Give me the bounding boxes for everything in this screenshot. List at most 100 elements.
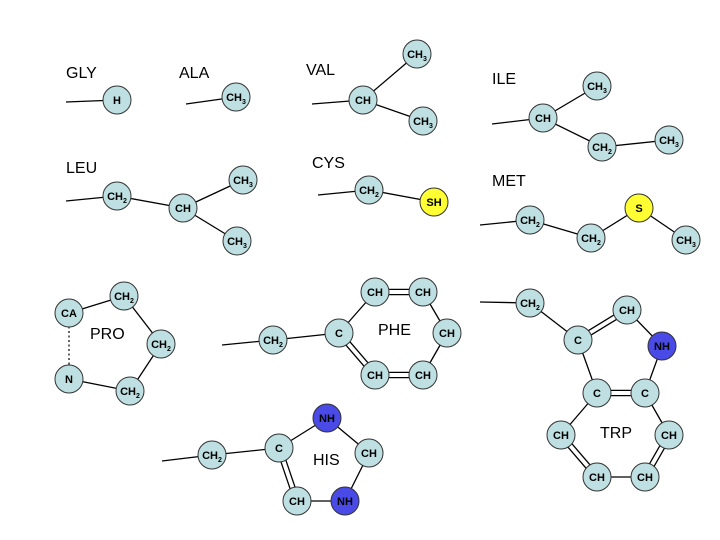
atom-pro_cb: CH2 (109, 281, 139, 311)
atom-label: CH2 (120, 386, 140, 400)
atom-symbol: CH (592, 142, 608, 154)
atom-label: C (335, 328, 343, 340)
atom-his_cg: C (264, 433, 294, 463)
atom-circle (432, 318, 462, 348)
atom-label: CH2 (151, 339, 171, 353)
atom-label: CA (61, 308, 77, 320)
atom-label: SH (426, 197, 441, 209)
atom-subscript: 3 (675, 142, 679, 149)
atom-subscript: 3 (692, 242, 696, 249)
atom-circle (515, 288, 545, 318)
residue-label-pro: PRO (90, 326, 125, 343)
atom-label: CH (367, 287, 383, 299)
atom-ala_cb: CH3 (221, 82, 251, 112)
atom-met_cg: CH2 (576, 223, 606, 253)
atom-label: CH (661, 430, 677, 442)
atom-label: C (574, 335, 582, 347)
atom-symbol: CH (413, 116, 429, 128)
atom-circle (546, 420, 576, 450)
atom-gly_h: H (102, 85, 132, 115)
atom-cys_sg: SH (419, 187, 449, 217)
atom-symbol: CH (289, 496, 305, 508)
residue-label-ala: ALA (179, 65, 210, 82)
atom-his_cb: CH2 (197, 440, 227, 470)
atom-circle (582, 378, 612, 408)
atom-symbol: CH (520, 298, 536, 310)
atom-phe_cz: CH (432, 318, 462, 348)
atom-label: C (593, 388, 601, 400)
atom-symbol: CH (175, 203, 191, 215)
atom-pro_n: N (54, 364, 84, 394)
atom-phe_cd1: CH (360, 277, 390, 307)
atom-circle (630, 378, 660, 408)
atom-val_cb: CH (348, 85, 378, 115)
atom-symbol: S (635, 203, 642, 215)
atom-trp_ce2: C (630, 378, 660, 408)
atom-trp_cg: C (563, 325, 593, 355)
atom-label: CH (175, 203, 191, 215)
atom-leu_d2: CH3 (222, 226, 252, 256)
atom-label: CH (637, 472, 653, 484)
atom-circle (671, 225, 701, 255)
atom-label: C (641, 388, 649, 400)
atom-symbol: CH (676, 235, 692, 247)
atom-phe_cd2: CH (360, 360, 390, 390)
atom-label: NH (654, 341, 670, 353)
atom-label: CH2 (114, 291, 134, 305)
atom-trp_ch2: CH (630, 462, 660, 492)
atom-val_g2: CH3 (408, 106, 438, 136)
atom-met_sd: S (624, 193, 654, 223)
atom-symbol: CH (589, 472, 605, 484)
atom-circle (654, 125, 684, 155)
residue-label-phe: PHE (378, 322, 411, 339)
atom-label: CH3 (676, 235, 696, 249)
atom-label: CH3 (659, 135, 679, 149)
atom-label: CH3 (226, 92, 246, 106)
atom-label: CH (589, 472, 605, 484)
atom-label: CH2 (359, 185, 379, 199)
atom-circle (348, 85, 378, 115)
atom-circle (312, 403, 342, 433)
atom-trp_ce3: CH (546, 420, 576, 450)
atom-circle (582, 462, 612, 492)
atom-symbol: CH (227, 236, 243, 248)
atom-symbol: CH (114, 291, 130, 303)
atom-leu_d1: CH3 (228, 165, 258, 195)
atom-phe_ce1: CH (408, 277, 438, 307)
atom-subscript: 2 (167, 346, 171, 353)
atom-subscript: 3 (423, 56, 427, 63)
atom-label: CH (367, 370, 383, 382)
atom-trp_cz2: CH (654, 420, 684, 450)
atom-symbol: CH (120, 386, 136, 398)
atom-symbol: CH (659, 135, 675, 147)
atom-symbol: CH (361, 448, 377, 460)
atom-symbol: N (65, 374, 73, 386)
atom-phe_cb: CH2 (258, 325, 288, 355)
atom-label: S (635, 203, 642, 215)
atom-symbol: CH (367, 370, 383, 382)
atom-trp_ne1: NH (647, 331, 677, 361)
atom-subscript: 3 (603, 88, 607, 95)
atom-met_ce: CH3 (671, 225, 701, 255)
atom-label: NH (319, 413, 335, 425)
residue-label-leu: LEU (66, 160, 97, 177)
atom-label: CH (535, 113, 551, 125)
atom-his_nd1: NH (312, 403, 342, 433)
atom-symbol: C (641, 388, 649, 400)
atom-symbol: CH (439, 328, 455, 340)
atom-subscript: 3 (429, 123, 433, 130)
atom-symbol: C (593, 388, 601, 400)
atom-subscript: 2 (130, 298, 134, 305)
atom-his_ce1: CH (354, 438, 384, 468)
atom-subscript: 2 (279, 342, 283, 349)
atom-symbol: CH (415, 287, 431, 299)
atom-label: CH3 (413, 116, 433, 130)
atom-leu_cg: CH (168, 193, 198, 223)
atom-symbol: CH (151, 339, 167, 351)
atom-circle (624, 193, 654, 223)
atom-circle (168, 193, 198, 223)
atom-symbol: CH (520, 215, 536, 227)
